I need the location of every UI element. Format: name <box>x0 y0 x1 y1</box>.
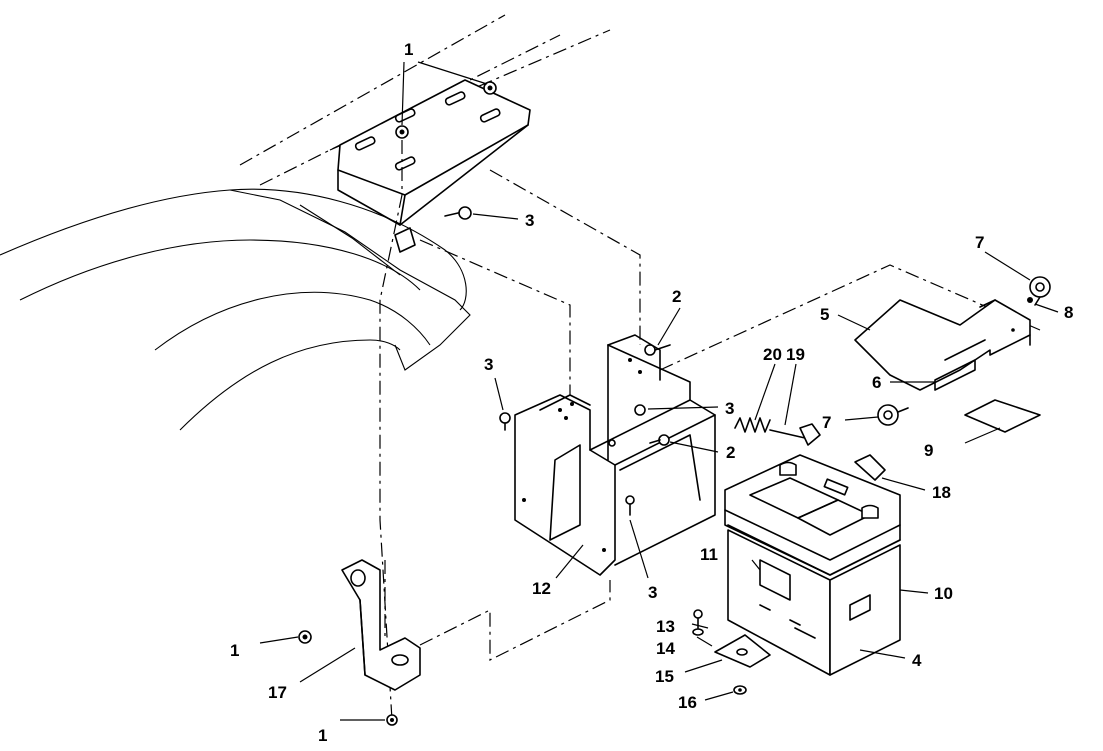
nut-lower-left <box>298 630 312 644</box>
callout-12: 12 <box>532 579 551 598</box>
callout-17: 17 <box>268 683 287 702</box>
callout-4: 4 <box>912 651 922 670</box>
callout-7-lower: 7 <box>822 413 831 432</box>
leader-lines <box>259 61 1059 721</box>
battery-box <box>514 334 716 576</box>
bolt-3-left <box>499 412 511 431</box>
nut-lower-bottom <box>386 714 398 726</box>
vehicle-body-outline <box>0 14 611 431</box>
callout-1-left: 1 <box>230 641 239 660</box>
callout-labels: 1 1 1 2 2 3 3 3 3 4 5 6 7 7 8 9 10 11 12… <box>230 40 1073 745</box>
callout-6: 6 <box>872 373 881 392</box>
bolt-3-upper <box>444 206 472 220</box>
battery-cover <box>854 299 1031 391</box>
callout-13: 13 <box>656 617 675 636</box>
callout-1-bottom: 1 <box>318 726 327 745</box>
pin-8 <box>1027 297 1033 303</box>
cable-clamp <box>769 423 821 446</box>
nut-upper-right <box>483 81 497 95</box>
callout-3-middle: 3 <box>725 399 734 418</box>
upper-mount-bracket <box>337 79 531 253</box>
washer-16 <box>733 685 747 695</box>
callout-5: 5 <box>820 305 829 324</box>
callout-10: 10 <box>934 584 953 603</box>
callout-14: 14 <box>656 639 675 658</box>
bolt-13 <box>693 609 703 629</box>
washer-14 <box>692 628 704 636</box>
callout-2-middle: 2 <box>726 443 735 462</box>
callout-3-lower: 3 <box>648 583 657 602</box>
callout-18: 18 <box>932 483 951 502</box>
nut-upper-left <box>395 125 409 139</box>
bolt-2-upper <box>644 344 671 356</box>
callout-9: 9 <box>924 441 933 460</box>
callout-1-top: 1 <box>404 40 413 59</box>
battery-pad <box>964 399 1041 433</box>
lower-bracket <box>341 559 421 691</box>
battery <box>724 454 901 676</box>
callout-7-top: 7 <box>975 233 984 252</box>
callout-11: 11 <box>700 545 718 564</box>
bolt-2-middle <box>649 434 670 446</box>
callout-19: 19 <box>786 345 805 364</box>
callout-8: 8 <box>1064 303 1073 322</box>
bolt-3-lower <box>625 495 635 516</box>
knob-upper <box>1029 276 1051 306</box>
callout-15: 15 <box>655 667 674 686</box>
spring <box>734 417 771 433</box>
alignment-lines <box>379 140 1041 721</box>
callout-2-top: 2 <box>672 287 681 306</box>
callout-3-left: 3 <box>484 355 493 374</box>
terminal-boot <box>854 454 886 481</box>
callout-3-upper: 3 <box>525 211 534 230</box>
knob-lower <box>877 404 909 426</box>
hold-down-15 <box>714 634 771 668</box>
callout-20: 20 <box>763 345 782 364</box>
callout-16: 16 <box>678 693 697 712</box>
bolt-3-middle <box>634 404 646 416</box>
